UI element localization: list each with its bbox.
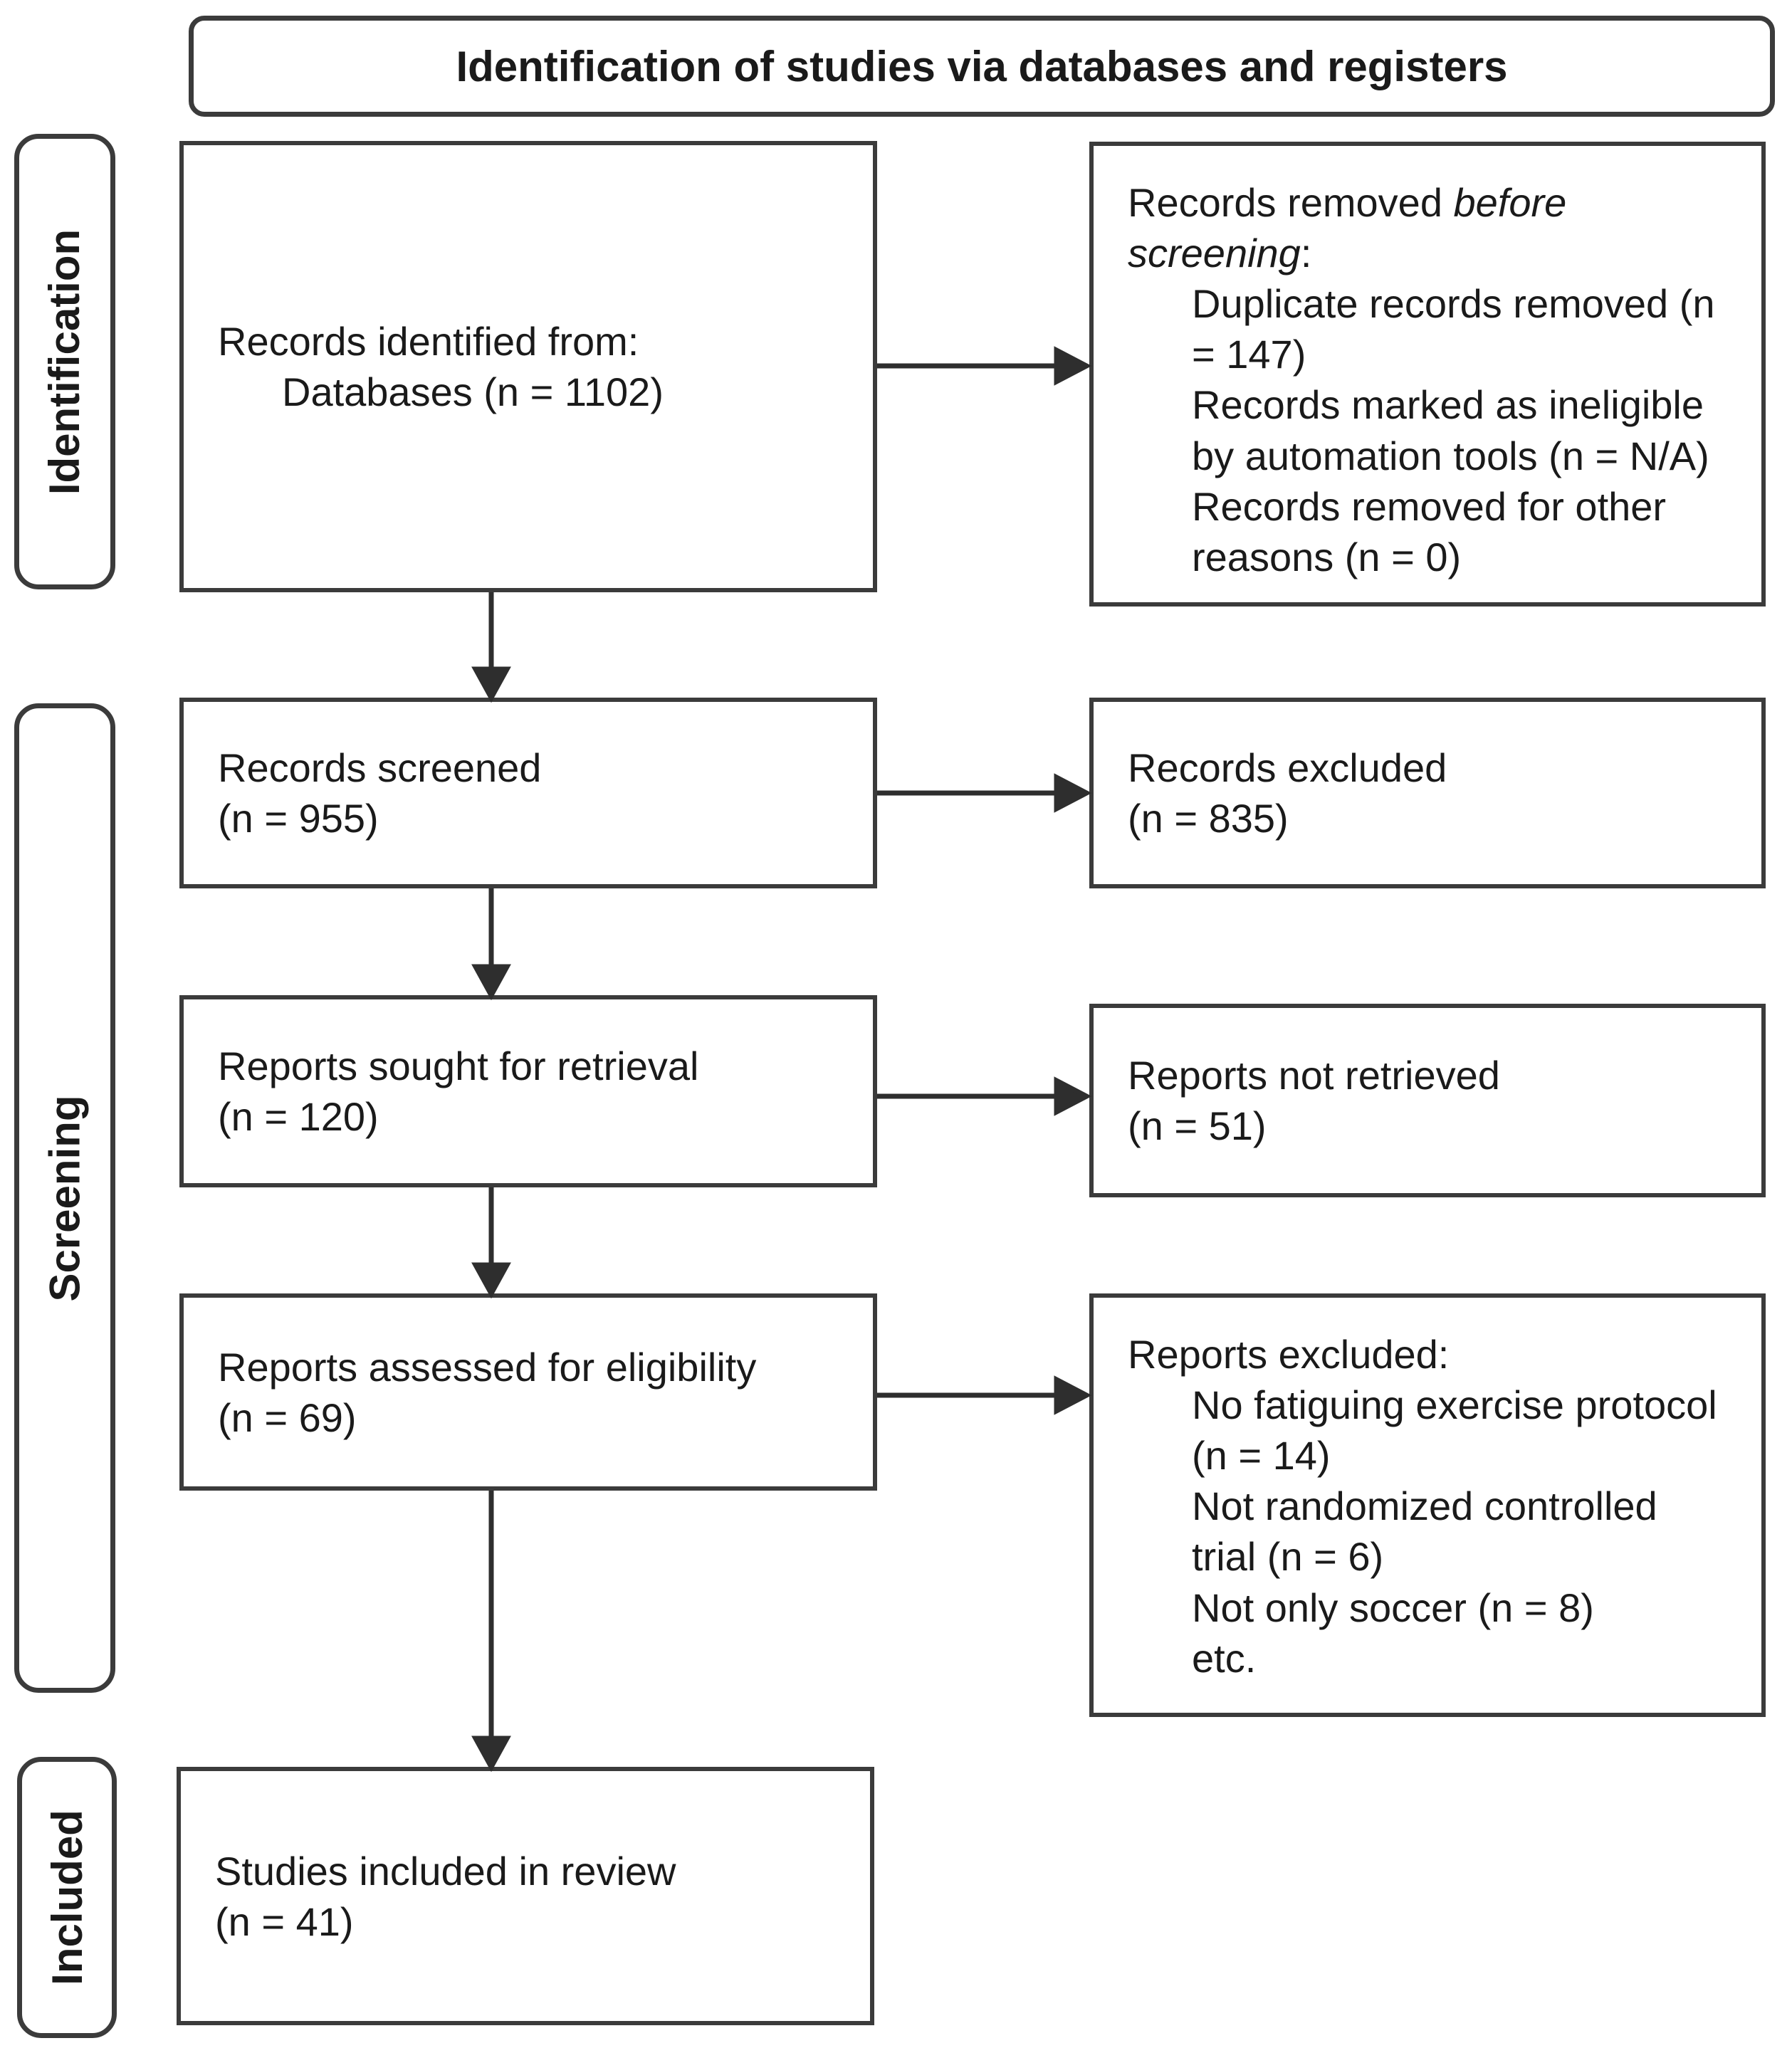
box-reports-sought: Reports sought for retrieval (n = 120) — [179, 995, 877, 1187]
studies-included-line1: Studies included in review — [215, 1848, 676, 1894]
records-removed-heading-italic: before screening — [1128, 180, 1567, 276]
records-identified-line1: Records identified from: — [218, 318, 639, 364]
phase-screening: Screening — [14, 703, 115, 1693]
box-reports-excluded: Reports excluded: No fatiguing exercise … — [1089, 1293, 1766, 1717]
arrowhead-identified-to-screened — [471, 666, 511, 703]
records-screened-count: (n = 955) — [218, 796, 379, 841]
reports-excluded-heading: Reports excluded: — [1128, 1332, 1450, 1377]
arrowhead-identified-to-removed — [1054, 346, 1092, 386]
box-reports-assessed: Reports assessed for eligibility (n = 69… — [179, 1293, 877, 1491]
diagram-title: Identification of studies via databases … — [456, 42, 1508, 90]
box-reports-not-retrieved: Reports not retrieved (n = 51) — [1089, 1004, 1766, 1197]
title-box: Identification of studies via databases … — [189, 16, 1775, 117]
removal-reason-other: Records removed for other reasons (n = 0… — [1192, 483, 1667, 579]
exclusion-reason-not-only-soccer: Not only soccer (n = 8) — [1192, 1585, 1594, 1630]
phase-screening-label: Screening — [41, 1094, 89, 1302]
arrowhead-sought-to-not-retrieved — [1054, 1076, 1092, 1116]
records-excluded-line1: Records excluded — [1128, 745, 1447, 790]
reports-assessed-count: (n = 69) — [218, 1395, 357, 1440]
exclusion-reason-not-rct: Not randomized controlled trial (n = 6) — [1192, 1484, 1657, 1580]
records-screened-line1: Records screened — [218, 745, 542, 790]
reports-assessed-line1: Reports assessed for eligibility — [218, 1344, 757, 1390]
box-records-identified: Records identified from: Databases (n = … — [179, 141, 877, 592]
arrowhead-sought-to-assessed — [471, 1262, 511, 1299]
exclusion-reason-etc: etc. — [1192, 1635, 1257, 1681]
phase-included: Included — [17, 1757, 117, 2038]
records-excluded-count: (n = 835) — [1128, 796, 1289, 841]
exclusion-reason-no-fatiguing-protocol: No fatiguing exercise protocol (n = 14) — [1192, 1382, 1717, 1479]
arrowhead-assessed-to-included — [471, 1736, 511, 1773]
records-identified-count: Databases (n = 1102) — [282, 369, 664, 414]
arrowhead-screened-to-sought — [471, 964, 511, 1001]
records-removed-heading-suffix: : — [1300, 231, 1312, 276]
studies-included-count: (n = 41) — [215, 1899, 354, 1944]
box-records-removed-before-screening: Records removed before screening: Duplic… — [1089, 142, 1766, 607]
box-studies-included: Studies included in review (n = 41) — [177, 1767, 874, 2025]
removal-reason-automation: Records marked as ineligible by automati… — [1192, 382, 1709, 478]
phase-identification: Identification — [14, 134, 115, 589]
reports-sought-count: (n = 120) — [218, 1094, 379, 1139]
box-records-screened: Records screened (n = 955) — [179, 698, 877, 888]
phase-identification-label: Identification — [41, 229, 89, 495]
reports-not-retrieved-count: (n = 51) — [1128, 1103, 1267, 1148]
reports-sought-line1: Reports sought for retrieval — [218, 1043, 699, 1088]
box-records-excluded: Records excluded (n = 835) — [1089, 698, 1766, 888]
removal-reason-duplicates: Duplicate records removed (n = 147) — [1192, 281, 1715, 377]
arrowhead-assessed-to-excluded — [1054, 1375, 1092, 1415]
reports-not-retrieved-line1: Reports not retrieved — [1128, 1052, 1500, 1098]
arrowhead-screened-to-excluded — [1054, 773, 1092, 813]
records-removed-heading: Records removed before screening: — [1128, 177, 1721, 278]
phase-included-label: Included — [43, 1810, 91, 1985]
records-removed-heading-prefix: Records removed — [1128, 180, 1454, 225]
